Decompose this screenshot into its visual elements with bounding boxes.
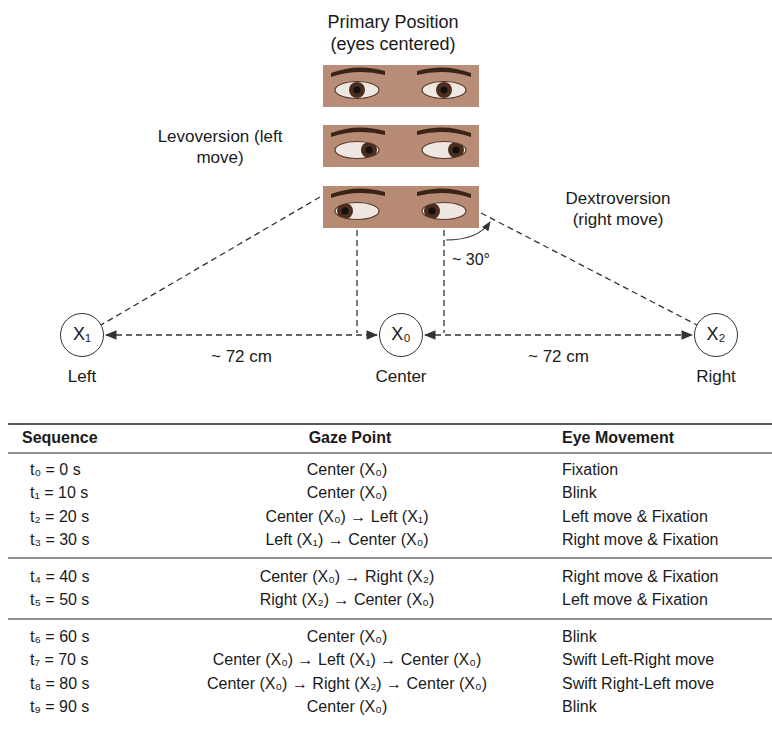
eye-photo bbox=[323, 65, 479, 107]
iris bbox=[337, 203, 353, 219]
iris bbox=[349, 82, 365, 98]
table-cell: t₀ = 0 s bbox=[30, 460, 81, 480]
target-circle: X₀Center bbox=[379, 313, 423, 357]
table-cell: Left move & Fixation bbox=[562, 590, 708, 610]
movement-name: Levoversion (left move) bbox=[158, 126, 283, 169]
table-cell: Center (X₀) → Left (X₁) bbox=[265, 507, 428, 527]
distance-arrow bbox=[425, 334, 692, 335]
table-cell: t₇ = 70 s bbox=[30, 650, 88, 670]
table-rule bbox=[8, 558, 772, 559]
iris bbox=[448, 142, 464, 158]
table-cell: Blink bbox=[562, 697, 597, 717]
table-cell: Right move & Fixation bbox=[562, 530, 719, 550]
eye-white bbox=[422, 82, 466, 99]
eyebrow bbox=[417, 67, 471, 77]
pupil bbox=[429, 208, 436, 215]
eyebrow bbox=[331, 127, 385, 137]
pupil bbox=[342, 208, 349, 215]
point-symbol: X₀ bbox=[391, 325, 410, 345]
table-header: Eye Movement bbox=[562, 428, 674, 448]
table-rule bbox=[8, 619, 772, 620]
table-cell: Center (X₀) bbox=[307, 483, 387, 503]
table-rule bbox=[8, 423, 772, 425]
view-title: Primary Position (eyes centered) bbox=[306, 11, 481, 56]
target-circle: X₁Left bbox=[60, 313, 104, 357]
skin bbox=[323, 125, 479, 167]
table-header: Sequence bbox=[22, 428, 98, 448]
eyebrow bbox=[331, 67, 385, 77]
table-cell: Center (X₀) → Right (X₂) bbox=[260, 567, 435, 587]
eyebrow bbox=[417, 127, 471, 137]
target-circle: X₂Right bbox=[694, 313, 738, 357]
skin bbox=[323, 65, 479, 107]
pupil bbox=[366, 147, 373, 154]
table-cell: Center (X₀) bbox=[307, 627, 387, 647]
table-cell: t₅ = 50 s bbox=[30, 590, 89, 610]
table-cell: Center (X₀) bbox=[307, 697, 387, 717]
table-cell: Center (X₀) bbox=[307, 460, 387, 480]
iris bbox=[361, 142, 377, 158]
table-cell: Blink bbox=[562, 627, 597, 647]
table-cell: Blink bbox=[562, 483, 597, 503]
angle-arc bbox=[446, 222, 490, 240]
eyebrow bbox=[417, 188, 471, 198]
eye-white bbox=[422, 203, 466, 220]
table-cell: Right (X₂) → Center (X₀) bbox=[260, 590, 435, 610]
distance-label: ~ 72 cm bbox=[526, 347, 591, 367]
point-symbol: X₁ bbox=[73, 325, 91, 345]
eye-photo bbox=[323, 186, 479, 228]
table-cell: Center (X₀) → Right (X₂) → Center (X₀) bbox=[207, 674, 487, 694]
gaze-line bbox=[356, 230, 357, 333]
movement-name: Dextroversion (right move) bbox=[548, 188, 688, 231]
table-cell: t₈ = 80 s bbox=[30, 674, 90, 694]
skin bbox=[323, 186, 479, 228]
table-cell: Center (X₀) → Left (X₁) → Center (X₀) bbox=[213, 650, 482, 670]
eye-white bbox=[422, 142, 466, 159]
eye-photo bbox=[323, 125, 479, 167]
table-cell: t₉ = 90 s bbox=[30, 697, 89, 717]
gaze-line bbox=[481, 213, 697, 325]
eyebrow bbox=[331, 188, 385, 198]
table-cell: t₁ = 10 s bbox=[30, 483, 88, 503]
point-symbol: X₂ bbox=[707, 325, 726, 345]
table-cell: t₄ = 40 s bbox=[30, 567, 89, 587]
angle-label: ~ 30° bbox=[452, 250, 490, 270]
pupil bbox=[453, 147, 460, 154]
table-cell: Swift Left-Right move bbox=[562, 650, 714, 670]
table-cell: t₂ = 20 s bbox=[30, 507, 89, 527]
eye-white bbox=[335, 142, 379, 159]
pupil bbox=[354, 87, 361, 94]
iris bbox=[424, 203, 440, 219]
table-cell: Swift Right-Left move bbox=[562, 674, 714, 694]
point-name: Right bbox=[696, 367, 736, 387]
gaze-line bbox=[443, 230, 444, 333]
distance-arrow bbox=[106, 334, 377, 335]
distance-label: ~ 72 cm bbox=[209, 347, 274, 367]
table-rule bbox=[8, 453, 772, 454]
table-cell: t₃ = 30 s bbox=[30, 530, 89, 550]
gaze-line bbox=[101, 197, 320, 325]
table-cell: Fixation bbox=[562, 460, 618, 480]
pupil bbox=[441, 87, 448, 94]
iris bbox=[436, 82, 452, 98]
eye-white bbox=[335, 82, 379, 99]
table-header: Gaze Point bbox=[309, 428, 392, 448]
point-name: Left bbox=[68, 367, 96, 387]
eye-white bbox=[335, 203, 379, 220]
table-cell: Right move & Fixation bbox=[562, 567, 719, 587]
table-cell: Left move & Fixation bbox=[562, 507, 708, 527]
table-cell: Left (X₁) → Center (X₀) bbox=[265, 530, 428, 550]
table-cell: t₆ = 60 s bbox=[30, 627, 89, 647]
point-name: Center bbox=[375, 367, 426, 387]
